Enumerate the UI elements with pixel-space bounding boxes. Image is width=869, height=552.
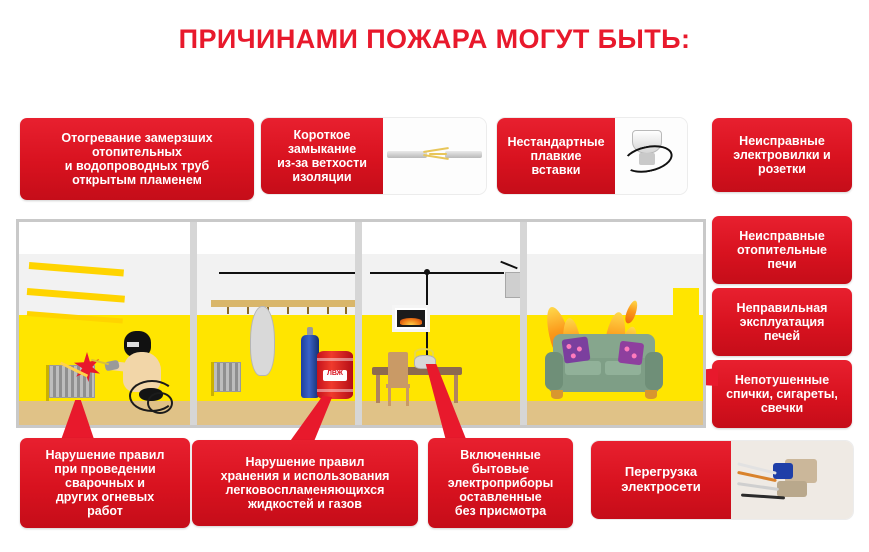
room-divider-1	[190, 222, 197, 425]
chair-seat	[386, 384, 410, 388]
room-divider-3	[520, 222, 527, 425]
sofa-cushion	[565, 361, 601, 375]
wall-picture	[392, 305, 430, 332]
overloaded-socket-icon	[731, 441, 853, 519]
coat-hook	[287, 307, 289, 314]
room-storage: ЛВЖ	[197, 222, 362, 425]
callout-stove-misuse[interactable]: Неправильная эксплуатация печей	[712, 288, 852, 356]
room-livingroom	[527, 222, 703, 425]
callout-thawing-pipes[interactable]: Отогревание замерзших отопительных и вод…	[20, 118, 254, 200]
callout-appliances-left-label: Включенные бытовые электроприборы оставл…	[447, 448, 554, 518]
callout-appliances-left[interactable]: Включенные бытовые электроприборы оставл…	[428, 438, 573, 528]
callout-nonstandard-fuse[interactable]: Нестандартные плавкие вставки	[497, 118, 687, 194]
pillow-flower	[576, 346, 583, 352]
callout-grid-overload-label-panel: Перегрузка электросети	[591, 441, 731, 519]
frayed-cable-icon	[383, 118, 486, 194]
pillow-flower	[570, 353, 577, 359]
callout-stove-misuse-label: Неправильная эксплуатация печей	[736, 301, 828, 343]
callout-faulty-plugs-label: Неисправные электровилки и розетки	[733, 134, 831, 176]
chair-back	[388, 352, 408, 386]
pillow-flower	[624, 346, 630, 352]
sofa-pillow	[617, 340, 645, 366]
room-divider-2	[355, 222, 362, 425]
radiator-pipe-room1	[46, 365, 49, 401]
torch-cable-loop	[147, 392, 173, 414]
room2-floor	[197, 400, 362, 425]
callout-flammable-store-label: Нарушение правил хранения и использовани…	[220, 455, 390, 511]
table-top	[372, 367, 462, 375]
picture-fireplace	[400, 318, 422, 326]
radiator-room2	[213, 362, 241, 392]
room3-upper-wall	[362, 254, 527, 320]
barrel-band	[317, 358, 353, 361]
ceiling-rail-room2	[219, 272, 355, 274]
pillow-flower	[566, 343, 572, 350]
barrel-label: ЛВЖ	[323, 370, 347, 381]
callout-grid-overload-label: Перегрузка электросети	[621, 464, 701, 494]
callout-short-circuit[interactable]: Короткое замыкание из-за ветхости изоляц…	[261, 118, 486, 194]
gas-cylinder-valve	[307, 327, 313, 336]
gas-cylinder	[301, 335, 319, 398]
room2-upper-wall	[197, 254, 362, 320]
coat-hook	[227, 307, 229, 314]
sofa-foot	[645, 390, 657, 399]
page-title: ПРИЧИНАМИ ПОЖАРА МОГУТ БЫТЬ:	[178, 24, 691, 54]
sofa-arm-left	[545, 352, 563, 390]
callout-nonstandard-fuse-label-panel: Нестандартные плавкие вставки	[497, 118, 615, 194]
sofa-arm-right	[645, 352, 663, 390]
callout-grid-overload[interactable]: Перегрузка электросети	[591, 441, 853, 519]
hanging-wire-horizontal	[370, 272, 504, 274]
callout-short-circuit-label: Короткое замыкание из-за ветхости изоляц…	[277, 128, 367, 184]
hanging-coat	[250, 306, 275, 376]
table-leg	[376, 375, 380, 403]
radiator-pipe-room2	[211, 362, 214, 396]
socket-cord	[736, 482, 780, 491]
coat-hook	[307, 307, 309, 314]
sofa-pillow	[561, 336, 591, 364]
callout-faulty-stoves[interactable]: Неисправные отопительные печи	[712, 216, 852, 284]
room-welding	[19, 222, 197, 425]
callout-nonstandard-fuse-label: Нестандартные плавкие вставки	[507, 135, 605, 177]
table-leg	[454, 375, 458, 403]
chair-leg	[388, 388, 391, 406]
callout-unextinguished[interactable]: Непотушенные спички, сигареты, свечки	[712, 360, 852, 428]
socket-plug-blue	[773, 463, 793, 479]
coat-hook	[247, 307, 249, 314]
callout-short-circuit-label-panel: Короткое замыкание из-за ветхости изоляц…	[261, 118, 383, 194]
illustration-panel: ЛВЖ	[16, 219, 706, 428]
callout-flammable-store[interactable]: Нарушение правил хранения и использовани…	[192, 440, 418, 526]
callout-welding-works-label: Нарушение правил при проведении сварочны…	[45, 448, 165, 518]
callout-faulty-stoves-label: Неисправные отопительные печи	[736, 229, 828, 271]
coat-rack-bar	[211, 300, 357, 307]
room4-open-door	[673, 288, 699, 400]
kettle-handle	[414, 348, 434, 358]
coat-hook	[327, 307, 329, 314]
room4-floor	[527, 400, 703, 425]
welder-visor	[127, 342, 139, 347]
chair-leg	[406, 388, 409, 406]
sofa-cushion	[605, 361, 641, 375]
callout-welding-works[interactable]: Нарушение правил при проведении сварочны…	[20, 438, 190, 528]
callout-faulty-plugs[interactable]: Неисправные электровилки и розетки	[712, 118, 852, 192]
fuse-plug-icon	[615, 118, 687, 194]
callout-unextinguished-label: Непотушенные спички, сигареты, свечки	[726, 373, 838, 415]
barrel-band	[317, 389, 353, 392]
sofa-foot	[551, 390, 563, 399]
pillow-flower	[631, 353, 637, 359]
socket-adapter	[777, 481, 807, 497]
picture-canvas	[397, 310, 425, 327]
callout-thawing-pipes-label: Отогревание замерзших отопительных и вод…	[61, 131, 213, 187]
coat-hook	[345, 307, 347, 314]
